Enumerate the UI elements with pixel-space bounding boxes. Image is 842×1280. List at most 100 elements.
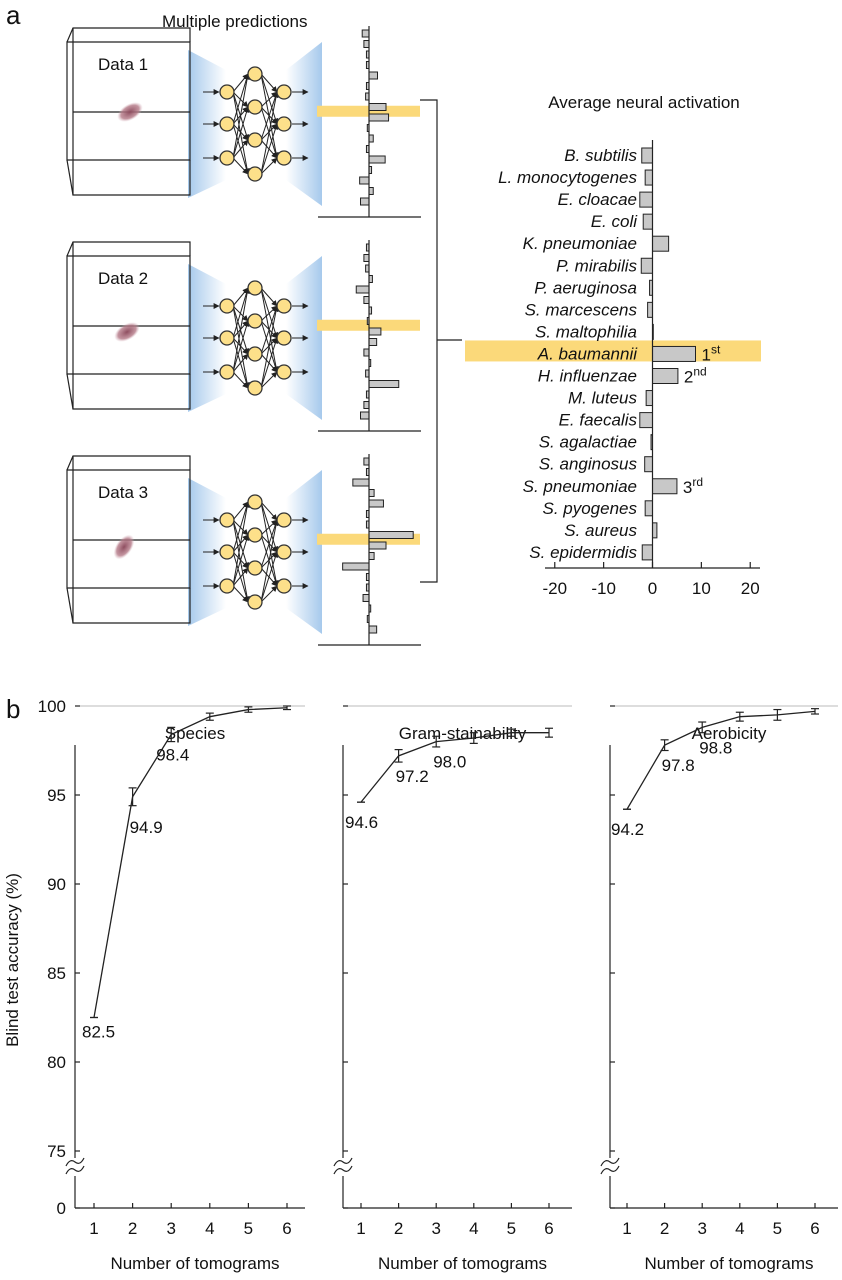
activation-bar — [652, 345, 696, 362]
data-point — [735, 711, 744, 722]
species-label: S. anginosus — [539, 455, 638, 474]
axis-break-mark — [600, 1157, 620, 1167]
network-edge — [232, 73, 251, 159]
network-node — [219, 578, 235, 594]
x-axis-label: Number of tomograms — [110, 1254, 279, 1273]
network-edge — [260, 305, 279, 389]
x-tick-label: 4 — [735, 1219, 744, 1238]
data-point — [660, 739, 669, 752]
network-edge — [260, 73, 278, 93]
accuracy-line — [626, 710, 816, 810]
network-edge — [232, 501, 250, 553]
activation-bar — [640, 257, 653, 274]
species-label: P. aeruginosa — [534, 278, 637, 297]
bacterium-cell-image — [114, 322, 140, 342]
accuracy-line — [360, 732, 549, 803]
x-tick-label: 6 — [282, 1219, 291, 1238]
data-point — [244, 706, 253, 713]
axis-break-mark — [65, 1157, 85, 1167]
prediction-row-3 — [66, 454, 421, 646]
prediction-bar — [362, 594, 370, 602]
network-edge — [260, 519, 279, 569]
data-label: 98.8 — [699, 738, 732, 757]
rank-annotation: 3rd — [683, 475, 703, 497]
prediction-bar — [368, 338, 378, 346]
activation-bar — [639, 412, 654, 429]
prediction-bar — [361, 29, 370, 38]
network-node — [276, 330, 292, 346]
network-edge — [260, 123, 279, 175]
network-node — [247, 560, 263, 576]
data-point — [205, 712, 214, 721]
prediction-bar — [363, 457, 370, 466]
prediction-bar — [368, 499, 384, 508]
data-point — [394, 749, 403, 763]
species-label: S. aureus — [564, 521, 637, 540]
x-axis-label: Number of tomograms — [378, 1254, 547, 1273]
data-point — [773, 708, 782, 721]
prediction-row-1 — [66, 26, 421, 218]
species-label: S. epidermidis — [529, 543, 637, 562]
cube-top-face — [66, 455, 191, 471]
prediction-bar — [363, 296, 370, 304]
data-label: 94.6 — [345, 813, 378, 832]
x-tick-label: 4 — [469, 1219, 478, 1238]
prediction-bar — [368, 155, 386, 164]
data-point — [283, 705, 291, 711]
network-edge — [260, 91, 279, 175]
y-tick-label: 85 — [47, 964, 66, 983]
data-point — [128, 787, 137, 807]
x-tick-label: 2 — [128, 1219, 137, 1238]
x-tick-label: 5 — [507, 1219, 516, 1238]
network-edge — [232, 534, 250, 587]
data-label: 82.5 — [82, 1023, 115, 1042]
activation-bar — [652, 235, 670, 252]
species-label: S. maltophilia — [535, 322, 637, 341]
x-tick-label: 1 — [356, 1219, 365, 1238]
network-node — [219, 298, 235, 314]
prediction-bar — [368, 327, 382, 336]
species-label: L. monocytogenes — [498, 168, 637, 187]
neural-network — [203, 280, 309, 396]
x-axis-label: Number of tomograms — [644, 1254, 813, 1273]
network-node — [219, 364, 235, 380]
data-label: 94.2 — [611, 820, 644, 839]
prediction-bar — [359, 176, 370, 185]
y-tick-label: 75 — [47, 1142, 66, 1161]
network-edge — [260, 519, 279, 603]
x-tick-label: 1 — [622, 1219, 631, 1238]
axis-break-mark — [600, 1165, 620, 1175]
x-tick-label: 5 — [773, 1219, 782, 1238]
species-label: S. agalactiae — [539, 433, 637, 452]
network-node — [219, 330, 235, 346]
species-label: E. cloacae — [558, 190, 637, 209]
prediction-row-2 — [66, 240, 421, 432]
data-point — [507, 728, 516, 737]
data-label-2: Data 2 — [98, 269, 148, 288]
y-tick-label: 100 — [38, 697, 66, 716]
cube-top-face — [66, 27, 191, 43]
prediction-bar — [368, 625, 378, 634]
network-node — [247, 380, 263, 396]
network-edge — [232, 501, 251, 587]
data-label-3: Data 3 — [98, 483, 148, 502]
network-edge — [260, 305, 279, 355]
data-point — [698, 721, 707, 734]
data-label: 98.4 — [156, 745, 189, 764]
network-edge — [260, 501, 278, 521]
prediction-bar — [342, 562, 370, 571]
y-tick-label: 95 — [47, 786, 66, 805]
prediction-bars — [317, 26, 421, 218]
network-edge — [260, 585, 278, 603]
prediction-bar — [368, 71, 378, 80]
activation-bar — [642, 213, 653, 230]
species-label: M. luteus — [568, 389, 637, 408]
network-edge — [232, 73, 250, 125]
network-edge — [260, 551, 279, 603]
species-label: S. marcescens — [525, 300, 638, 319]
activation-bar — [641, 544, 654, 561]
activation-chart-title: Average neural activation — [548, 93, 740, 112]
multiple-predictions-label: Multiple predictions — [162, 12, 308, 31]
